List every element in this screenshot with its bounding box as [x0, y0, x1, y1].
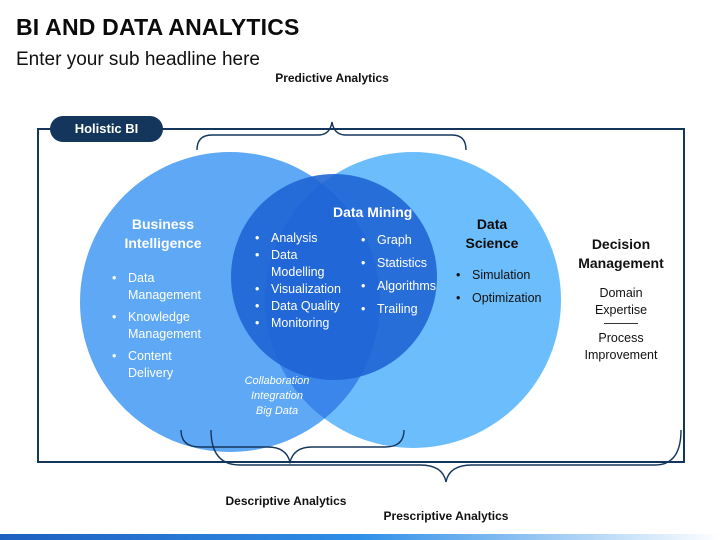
list-item: Graph	[357, 232, 436, 249]
predictive-bracket	[196, 121, 467, 151]
list-item: Statistics	[357, 255, 436, 272]
list-item: Data Quality	[251, 298, 341, 315]
predictive-analytics-label: Predictive Analytics	[275, 71, 389, 85]
domain-expertise-item: Domain Expertise	[594, 286, 648, 317]
holistic-bi-badge: Holistic BI	[50, 116, 163, 142]
list-item: Visualization	[251, 281, 341, 298]
holistic-bi-frame	[37, 128, 685, 463]
page-title: BI AND DATA ANALYTICS	[16, 14, 300, 40]
business-intelligence-title: Business Intelligence	[124, 216, 202, 251]
collaboration-note: Collaboration Integration Big Data	[244, 375, 310, 417]
data-mining-list: Graph Statistics Algorithms Trailing	[357, 232, 436, 318]
descriptive-bracket	[180, 429, 405, 465]
list-item: Optimization	[452, 290, 541, 307]
list-item: Algorithms	[357, 278, 436, 295]
list-item: Trailing	[357, 301, 436, 318]
prescriptive-analytics-label: Prescriptive Analytics	[383, 509, 509, 523]
decision-management-title: Decision Management	[578, 236, 664, 271]
list-item: Simulation	[452, 267, 541, 284]
page-subtitle: Enter your sub headline here	[16, 49, 260, 70]
process-improvement-item: Process Improvement	[584, 331, 658, 362]
prescriptive-bracket	[210, 429, 682, 483]
data-science-list: Simulation Optimization	[452, 267, 541, 307]
list-item: Monitoring	[251, 315, 341, 332]
data-science-title: Data Science	[465, 216, 519, 251]
list-item: Analysis	[251, 230, 341, 247]
separator-line	[604, 323, 638, 324]
bottom-accent-bar	[0, 534, 720, 540]
data-mining-title: Data Mining	[333, 204, 413, 220]
descriptive-analytics-label: Descriptive Analytics	[225, 494, 347, 508]
